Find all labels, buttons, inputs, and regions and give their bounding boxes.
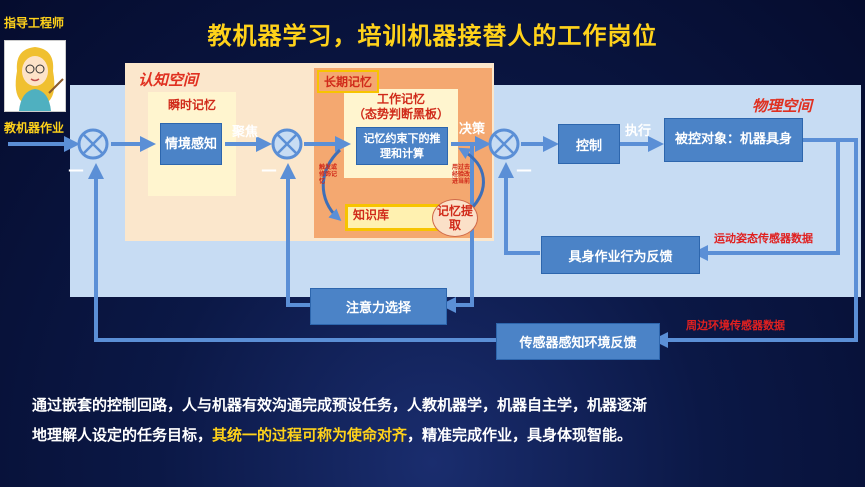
embodied-feedback-box: 具身作业行为反馈 [541, 236, 700, 274]
engineer-label: 指导工程师 [4, 16, 65, 30]
update-memory-note: 用过去经验改进当前 [452, 164, 471, 185]
summary-line-1: 通过嵌套的控制回路，人与机器有效沟通完成预设任务，人教机器学，机器自主学，机器逐… [32, 396, 648, 414]
env-sensor-label: 周边环境传感器数据 [686, 319, 785, 332]
decision-label: 决策 [459, 122, 486, 137]
physical-space-title: 物理空间 [752, 97, 813, 115]
summary-line-2: 地理解人设定的任务目标，其统一的过程可称为使命对齐，精准完成作业，具身体现智能。 [32, 420, 852, 450]
teacher-icon [5, 41, 65, 111]
attention-selection-box: 注意力选择 [310, 288, 447, 325]
sensor-feedback-box: 传感器感知环境反馈 [496, 323, 660, 360]
activate-memory-note: 触发或修饰记忆 [319, 164, 338, 185]
minus-sign-2: — [261, 160, 277, 179]
working-memory-subtitle: （态势判断黑板） [352, 107, 449, 121]
working-memory-title-main: 工作记忆 [376, 92, 425, 106]
engineer-avatar [4, 40, 66, 112]
cognitive-space-title: 认知空间 [138, 71, 199, 89]
work-label: 教机器作业 [4, 121, 65, 135]
focus-label: 聚焦 [232, 125, 259, 140]
controlled-object-box: 被控对象：机器具身 [664, 118, 803, 162]
minus-sign-1: — [68, 160, 84, 179]
execute-label: 执行 [625, 124, 652, 139]
situation-perception-box: 情境感知 [160, 123, 222, 165]
memory-retrieve-node: 记忆提取 [432, 199, 478, 237]
long-term-memory-title: 长期记忆 [317, 70, 380, 93]
knowledge-base-label: 知识库 [353, 208, 390, 222]
sensory-memory-title: 瞬时记忆 [167, 98, 216, 112]
motion-sensor-label: 运动姿态传感器数据 [714, 232, 813, 245]
summary-highlight: 其统一的过程可称为使命对齐 [212, 426, 408, 444]
page-title: 教机器学习，培训机器接替人的工作岗位 [207, 22, 658, 50]
reasoning-box: 记忆约束下的推理和计算 [356, 127, 448, 165]
summary-line-2-start: 地理解人设定的任务目标， [32, 426, 213, 444]
summary-line-2-end: ，精准完成作业，具身体现智能。 [407, 426, 633, 444]
minus-sign-3: — [516, 160, 532, 179]
working-memory-title: 工作记忆 （态势判断黑板） [344, 92, 458, 122]
control-box: 控制 [558, 124, 620, 164]
